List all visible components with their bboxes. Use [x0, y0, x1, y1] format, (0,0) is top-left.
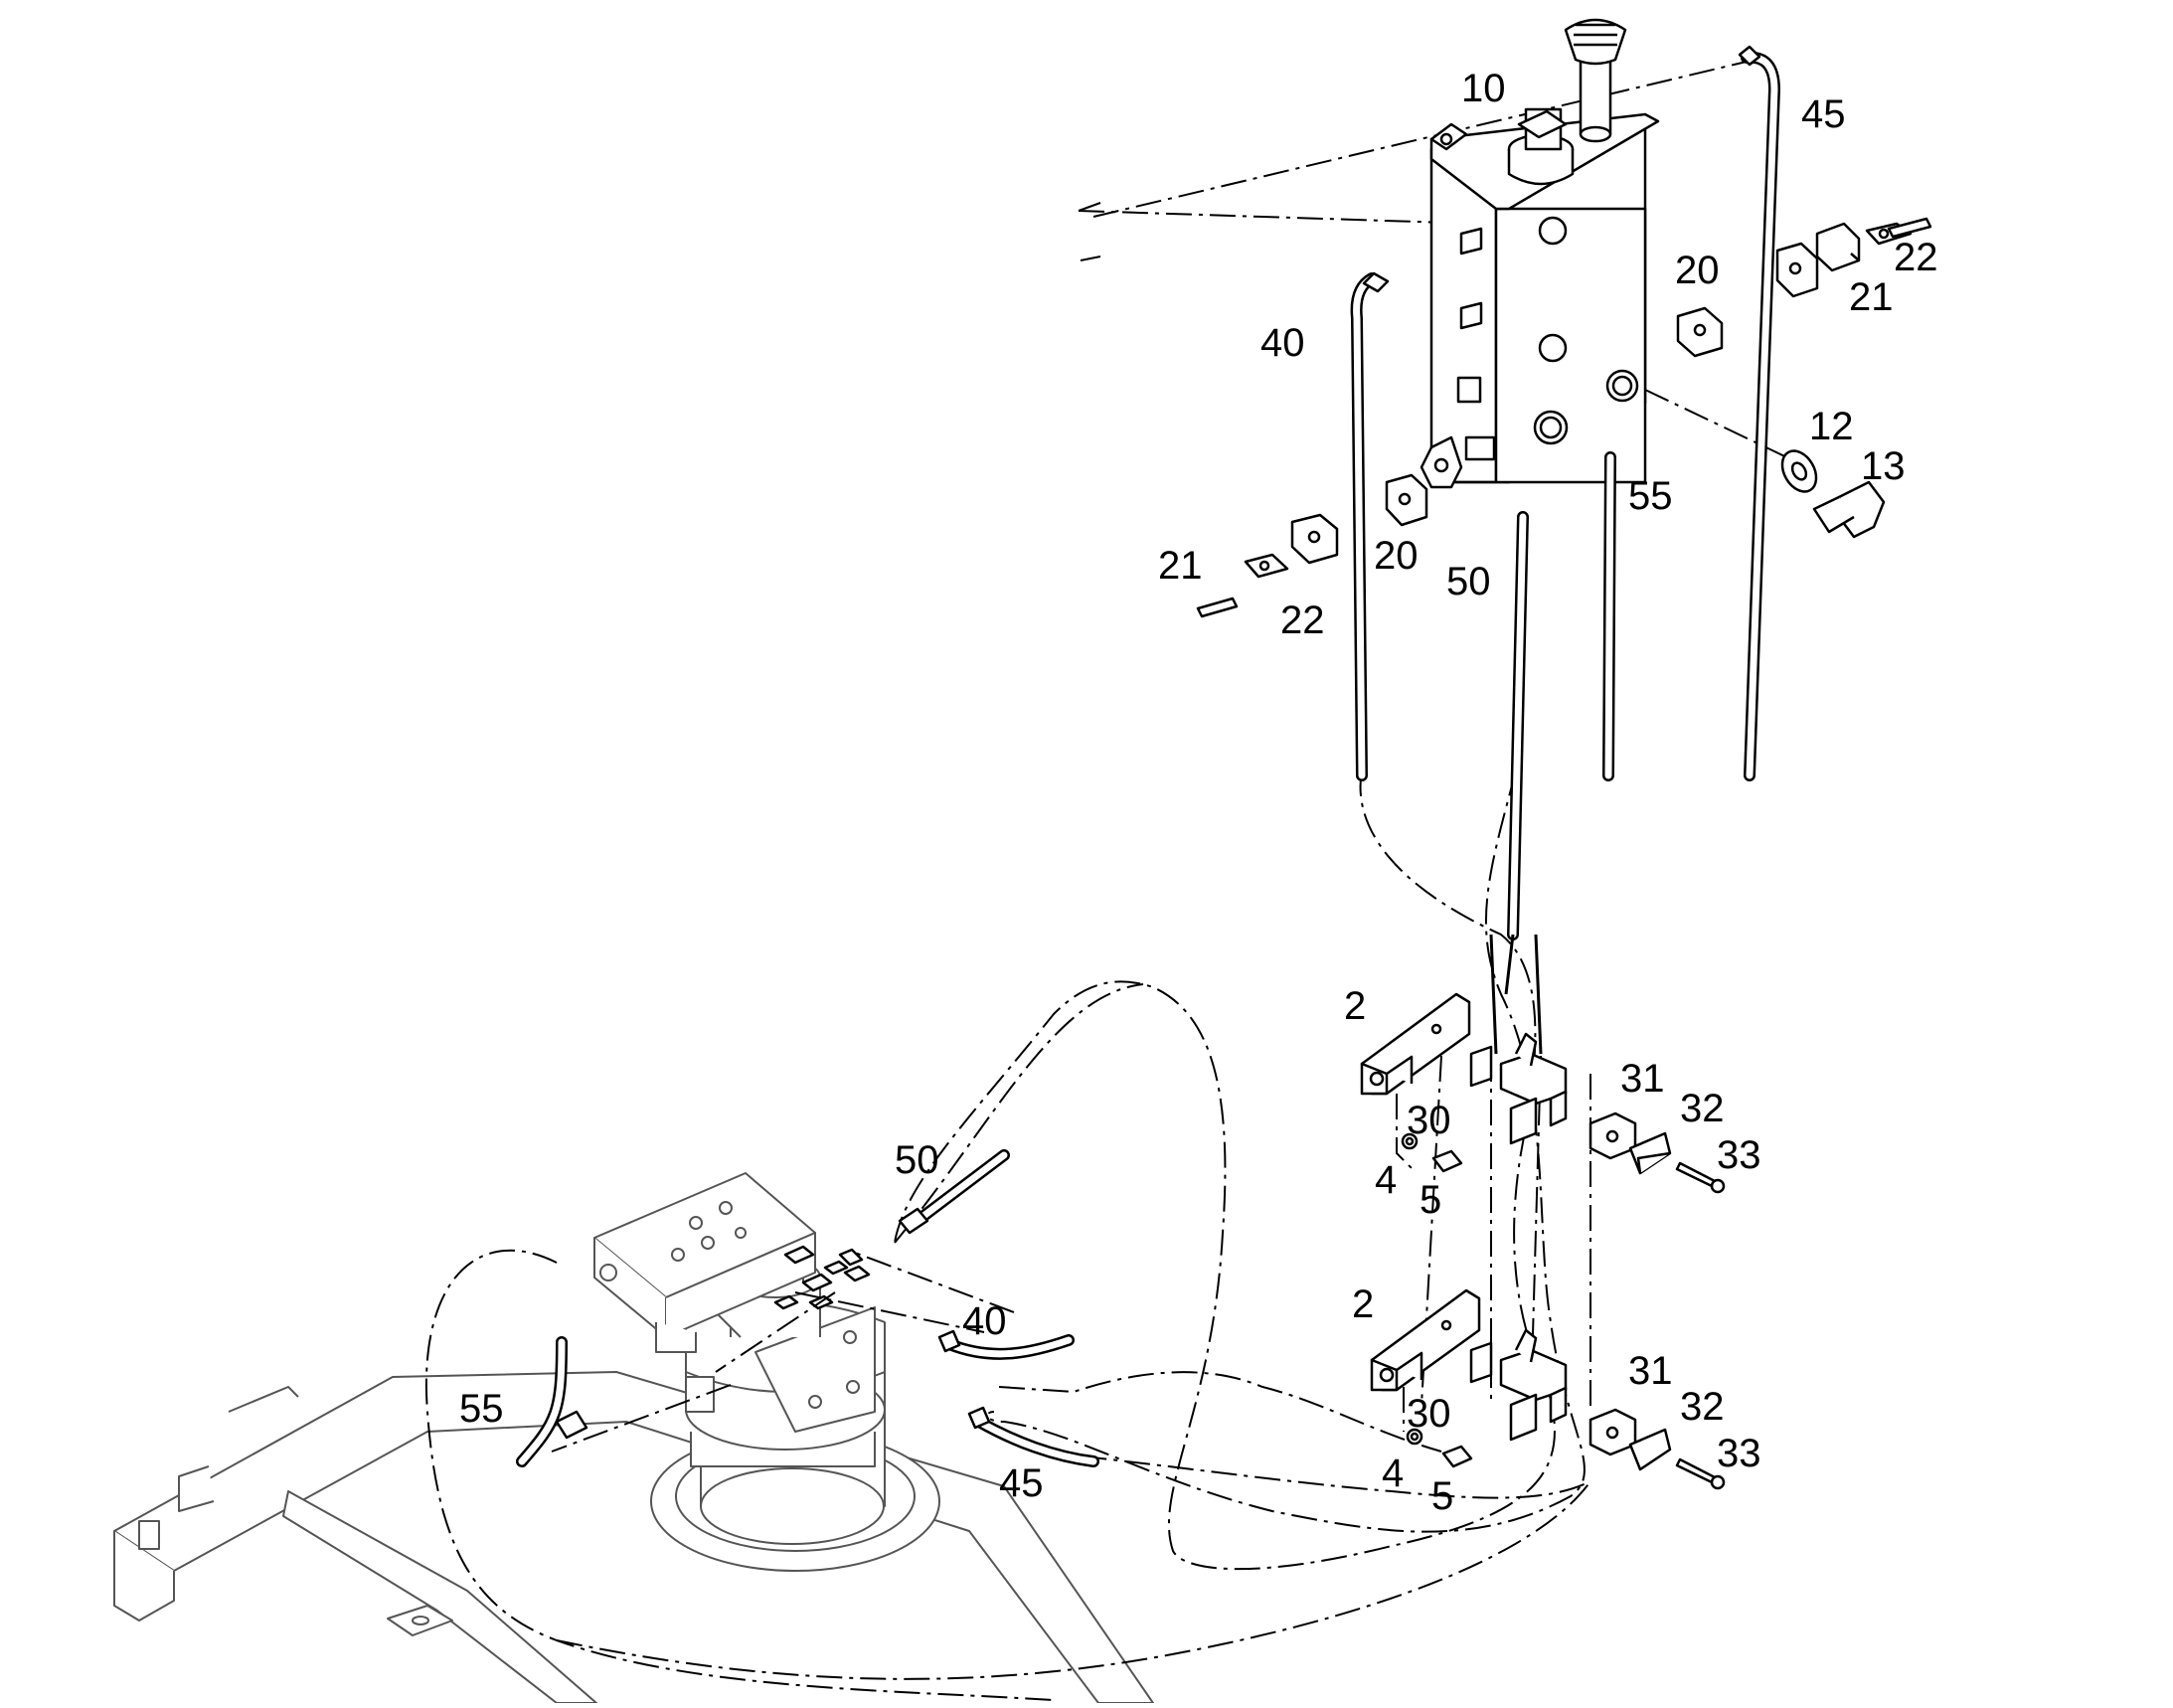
callout-5-lower: 5: [1431, 1474, 1453, 1518]
callout-31-upper: 31: [1620, 1057, 1665, 1101]
callout-32-lower: 32: [1680, 1385, 1725, 1429]
callout-2-upper: 2: [1344, 984, 1366, 1028]
callout-55-top: 55: [1628, 474, 1673, 518]
callout-50-lower: 50: [895, 1138, 939, 1182]
callout-5-upper: 5: [1420, 1178, 1441, 1222]
callout-13: 13: [1861, 444, 1906, 488]
callout-31-lower: 31: [1628, 1349, 1673, 1393]
callout-50-top: 50: [1446, 560, 1491, 603]
callout-4-lower: 4: [1382, 1452, 1404, 1495]
callout-32-upper: 32: [1680, 1087, 1725, 1130]
callout-20-top-right: 20: [1675, 249, 1720, 292]
callout-30-lower: 30: [1407, 1392, 1451, 1436]
callout-40-top: 40: [1260, 321, 1305, 365]
vertical-hoses: [1350, 45, 1781, 1055]
callout-22-left: 22: [1280, 598, 1325, 642]
callout-40-lower: 40: [962, 1299, 1007, 1343]
callout-10: 10: [1461, 67, 1506, 110]
lower-hoses: [516, 1149, 1099, 1467]
callout-45-lower: 45: [999, 1461, 1044, 1505]
callout-55-lower: 55: [459, 1387, 504, 1431]
swing-motor-assembly: [593, 1172, 940, 1572]
callout-33-lower: 33: [1717, 1432, 1761, 1475]
callout-45-top: 45: [1801, 92, 1846, 136]
top-hose-clamps: [1196, 217, 1932, 618]
callout-21-left: 21: [1158, 544, 1203, 588]
hydraulic-oil-tank: [1420, 18, 1660, 489]
callout-20-left: 20: [1374, 534, 1419, 578]
callout-21-top-right: 21: [1849, 275, 1894, 319]
callout-4-upper: 4: [1375, 1158, 1397, 1202]
callout-33-upper: 33: [1717, 1133, 1761, 1177]
callout-2-lower: 2: [1352, 1282, 1374, 1326]
hose-routing-lines: [424, 61, 1798, 1701]
bracket-assembly-upper: [1360, 992, 1726, 1194]
callout-30-upper: 30: [1407, 1099, 1451, 1142]
bracket-assembly-lower: [1370, 1288, 1726, 1490]
callout-labels: 10 45 20 21 22 40 12 13 55 20 50 21 22 2…: [459, 67, 1938, 1518]
callout-12: 12: [1809, 405, 1854, 448]
callout-22-top-right: 22: [1894, 236, 1938, 279]
